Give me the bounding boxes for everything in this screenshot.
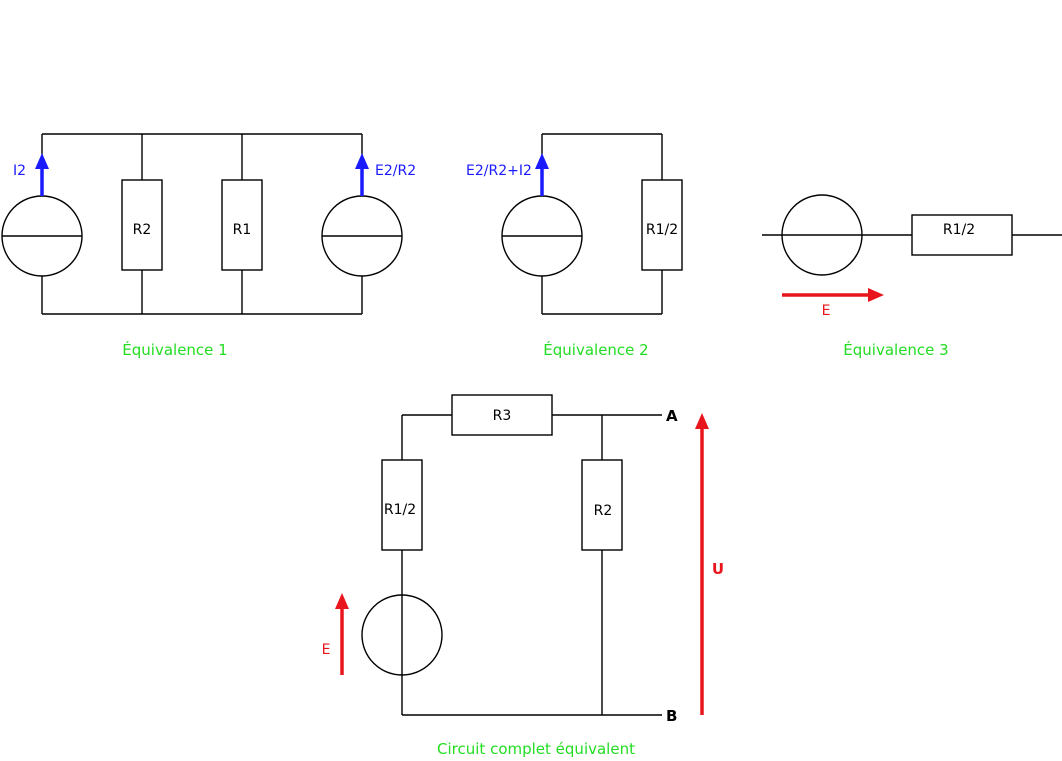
cc-r3-label: R3 xyxy=(493,408,512,424)
eq3-voltage-label: E xyxy=(822,303,831,319)
eq3-caption: Équivalence 3 xyxy=(843,340,948,359)
cc-terminal-b: B xyxy=(666,707,677,725)
eq2-caption: Équivalence 2 xyxy=(543,340,648,359)
eq1-r1-label: R1 xyxy=(233,222,252,238)
eq2-source-label: E2/R2+I2 xyxy=(466,163,532,179)
eq3-resistor-label: R1/2 xyxy=(943,222,975,238)
eq1-right-source-label: E2/R2 xyxy=(375,163,416,179)
eq2-current-arrow-head-icon xyxy=(535,153,549,169)
cc-resistor-r1-half xyxy=(381,459,423,551)
eq1-resistor-r2 xyxy=(121,179,163,271)
cc-r2-label: R2 xyxy=(594,503,613,519)
eq1-left-current-arrow-head-icon xyxy=(35,153,49,169)
eq2-resistor-r1-half xyxy=(641,179,683,271)
cc-resistor-r3 xyxy=(451,394,553,436)
cc-terminal-a: A xyxy=(666,407,678,425)
eq1-left-source-label: I2 xyxy=(13,163,26,179)
cc-source-voltage-arrow-head-icon xyxy=(335,593,349,609)
cc-output-voltage-arrow-head-icon xyxy=(695,413,709,429)
cc-source-voltage-label: E xyxy=(322,642,331,658)
eq3-resistor-r1-half xyxy=(911,214,1013,256)
equivalence-1-circuit: I2 R2 R1 E2/R2 Équivalence 1 xyxy=(1,133,416,359)
cc-output-voltage-label: U xyxy=(712,560,724,578)
complete-equivalent-circuit: R3 R1/2 R2 E A B U Circuit complet équiv… xyxy=(322,394,724,758)
eq2-resistor-label: R1/2 xyxy=(646,222,678,238)
cc-r1-half-label: R1/2 xyxy=(384,502,416,518)
eq3-voltage-arrow-head-icon xyxy=(868,288,884,302)
equivalence-3-circuit: R1/2 E Équivalence 3 xyxy=(762,194,1062,359)
eq1-right-current-arrow-head-icon xyxy=(355,153,369,169)
cc-caption: Circuit complet équivalent xyxy=(437,740,635,758)
eq1-resistor-r1 xyxy=(221,179,263,271)
eq1-r2-label: R2 xyxy=(133,222,152,238)
eq1-caption: Équivalence 1 xyxy=(122,340,227,359)
equivalence-2-circuit: E2/R2+I2 R1/2 Équivalence 2 xyxy=(466,133,683,359)
